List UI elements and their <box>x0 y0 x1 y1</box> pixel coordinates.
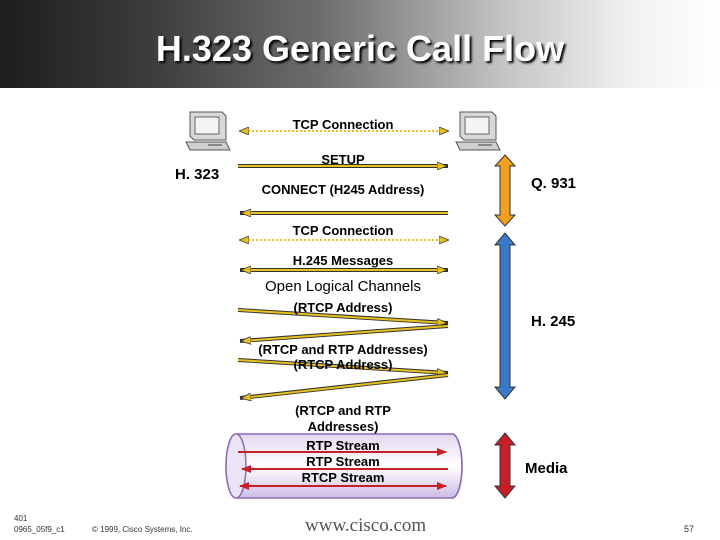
h245-messages-label: H.245 Messages <box>292 253 394 268</box>
rtp-stream-label-1: RTP Stream <box>306 438 380 453</box>
slide-code: 401 0965_05f9_c1 <box>14 514 65 534</box>
endpoint-label: H. 323 <box>175 166 220 183</box>
title-banner <box>0 0 720 88</box>
page-title: H.323 Generic Call Flow <box>155 28 565 69</box>
media-phase-label: Media <box>525 460 568 477</box>
setup-label: SETUP <box>321 152 365 167</box>
rtcp-stream-label: RTCP Stream <box>301 470 385 485</box>
q931-phase-label: Q. 931 <box>531 175 577 192</box>
right-computer-icon <box>455 111 501 151</box>
h245-phase-arrow <box>493 232 517 400</box>
rtcp-rtp-addresses-label-2: (RTCP and RTP Addresses) <box>295 403 391 434</box>
rtcp-rtp-addresses-label-1: (RTCP and RTP Addresses) <box>258 342 428 357</box>
q931-phase-arrow <box>493 154 517 227</box>
tcp-connection-label-1: TCP Connection <box>292 117 394 132</box>
media-phase-arrow <box>493 432 517 499</box>
h245-phase-label: H. 245 <box>531 313 576 330</box>
connect-label: CONNECT (H245 Address) <box>261 182 425 197</box>
page-number: 57 <box>684 524 695 534</box>
rtcp-address-label-1: (RTCP Address) <box>293 300 393 315</box>
website: www.cisco.com <box>305 515 427 536</box>
copyright: © 1999, Cisco Systems, Inc. <box>92 525 193 534</box>
tcp-connection-label-2: TCP Connection <box>292 223 394 238</box>
open-logical-channels-label: Open Logical Channels <box>265 278 421 295</box>
rtp-stream-label-2: RTP Stream <box>306 454 380 469</box>
rtcp-address-label-2: (RTCP Address) <box>293 357 393 372</box>
left-computer-icon <box>185 111 231 151</box>
